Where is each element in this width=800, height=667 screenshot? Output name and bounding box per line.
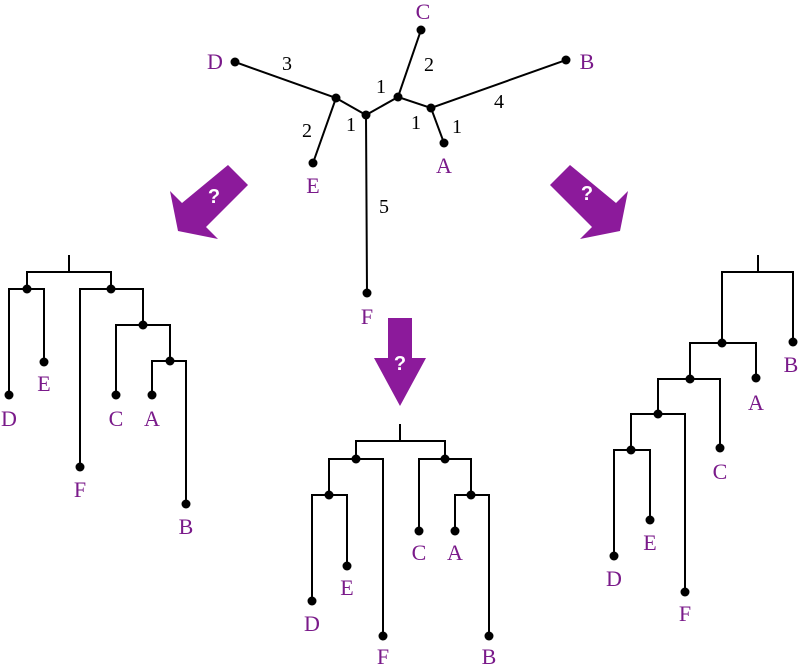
leaf-label-e: E — [306, 173, 319, 198]
branch-length-de-internal: 1 — [346, 114, 356, 136]
leaf-label-b: B — [482, 644, 497, 667]
arrow-right-icon — [550, 165, 628, 239]
leaf-label-a: A — [436, 153, 452, 178]
leaf-label-c: C — [416, 0, 431, 24]
leaf-node — [484, 631, 494, 641]
leaf-node — [645, 515, 655, 525]
rooted-tree-left: D E F C A B — [1, 255, 194, 539]
internal-node — [717, 338, 727, 348]
leaf-node — [147, 390, 157, 400]
leaf-label-c: C — [713, 459, 728, 484]
leaf-node — [39, 357, 49, 367]
leaf-node — [308, 158, 318, 168]
leaf-node — [751, 373, 761, 383]
leaf-node — [450, 526, 460, 536]
internal-node — [106, 284, 116, 294]
unrooted-tree: D E C B A F 3 2 1 1 1 1 4 2 5 — [207, 0, 594, 329]
arrow-center-question: ? — [394, 353, 406, 375]
branch-length-f: 5 — [379, 196, 389, 218]
internal-node — [466, 490, 476, 500]
branch-c — [396, 28, 423, 99]
branch-center-c — [364, 95, 400, 117]
leaf-label-c: C — [109, 406, 124, 431]
internal-node — [331, 93, 341, 103]
leaf-label-a: A — [748, 390, 764, 415]
branch-e — [311, 96, 338, 165]
branch-b — [429, 58, 568, 110]
leaf-node — [230, 57, 240, 67]
leaf-node — [378, 631, 388, 641]
branch-c-ab — [396, 95, 433, 110]
arrow-right: ? — [550, 165, 628, 239]
arrow-left-question: ? — [208, 186, 220, 208]
leaf-node — [680, 587, 690, 597]
branch-length-c: 2 — [424, 54, 434, 76]
leaf-node — [561, 55, 571, 65]
leaf-node — [362, 288, 372, 298]
leaf-label-e: E — [643, 530, 656, 555]
branch-a — [429, 106, 446, 145]
leaf-node — [788, 337, 798, 347]
leaf-label-f: F — [74, 477, 86, 502]
leaf-label-f: F — [377, 644, 389, 667]
branch-length-b: 4 — [494, 91, 504, 113]
internal-node — [426, 103, 436, 113]
branch-length-d: 3 — [282, 53, 292, 75]
internal-node — [351, 454, 361, 464]
internal-node — [685, 374, 695, 384]
arrow-left-icon — [170, 165, 248, 239]
leaf-label-e: E — [340, 575, 353, 600]
internal-node — [626, 445, 636, 455]
internal-node — [138, 320, 148, 330]
leaf-node — [414, 526, 424, 536]
internal-node — [393, 92, 403, 102]
leaf-node — [307, 596, 317, 606]
leaf-label-b: B — [179, 514, 194, 539]
rooted-tree-center: D E F C A B — [304, 424, 497, 667]
arrow-left: ? — [170, 165, 248, 239]
leaf-label-e: E — [37, 371, 50, 396]
leaf-label-f: F — [361, 304, 373, 329]
branch-length-c-ab: 1 — [411, 112, 421, 134]
leaf-label-d: D — [606, 566, 622, 591]
leaf-node — [75, 462, 85, 472]
leaf-label-d: D — [304, 611, 320, 636]
leaf-label-b: B — [580, 49, 595, 74]
leaf-label-f: F — [679, 601, 691, 626]
leaf-node — [416, 25, 426, 35]
leaf-label-d: D — [1, 406, 17, 431]
arrow-center: ? — [374, 318, 426, 406]
internal-node — [22, 284, 32, 294]
leaf-label-d: D — [207, 49, 223, 74]
internal-node — [361, 110, 371, 120]
leaf-node — [111, 390, 121, 400]
branch-d — [233, 60, 338, 100]
branch-f — [364, 113, 369, 295]
rooted-tree-right: B A C E D F — [606, 255, 799, 626]
branch-length-a: 1 — [452, 116, 462, 138]
leaf-node — [4, 390, 14, 400]
internal-node — [324, 490, 334, 500]
leaf-label-a: A — [447, 540, 463, 565]
leaf-node — [342, 561, 352, 571]
branch-length-e: 2 — [302, 120, 312, 142]
internal-node — [165, 356, 175, 366]
leaf-node — [439, 138, 449, 148]
leaf-label-a: A — [144, 406, 160, 431]
branch-de-internal — [334, 96, 368, 117]
branch-length-center-c: 1 — [376, 76, 386, 98]
internal-node — [440, 454, 450, 464]
arrow-center-icon — [374, 318, 426, 406]
leaf-label-b: B — [784, 352, 799, 377]
internal-node — [653, 409, 663, 419]
arrow-right-question: ? — [581, 183, 593, 205]
leaf-node — [181, 499, 191, 509]
leaf-node — [609, 551, 619, 561]
leaf-node — [715, 443, 725, 453]
leaf-label-c: C — [412, 540, 427, 565]
